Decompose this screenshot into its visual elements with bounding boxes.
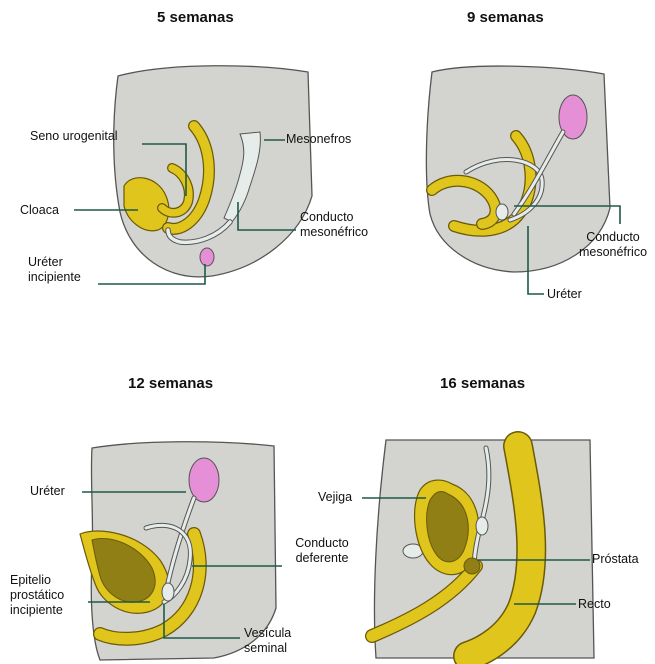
label-line: Epitelio bbox=[10, 573, 64, 588]
label-seno-urogenital: Seno urogenital bbox=[30, 129, 118, 144]
label-line: Uréter bbox=[28, 255, 81, 270]
label-line: seminal bbox=[244, 641, 291, 656]
label-line: mesonéfrico bbox=[572, 245, 654, 260]
seminal-vesicle bbox=[162, 583, 174, 601]
label-line: incipiente bbox=[10, 603, 64, 618]
prostate bbox=[464, 558, 480, 574]
label-line: Conducto bbox=[284, 536, 360, 551]
label-ureter-9: Uréter bbox=[547, 287, 582, 302]
label-recto: Recto bbox=[578, 597, 611, 612]
label-conducto-mesonefrico-9: Conducto mesonéfrico bbox=[572, 230, 654, 260]
metanephros bbox=[189, 458, 219, 502]
label-vesicula-seminal: Vesícula seminal bbox=[244, 626, 291, 656]
label-line: deferente bbox=[284, 551, 360, 566]
label-conducto-mesonefrico-5: Conducto mesonéfrico bbox=[300, 210, 368, 240]
label-line: Conducto bbox=[572, 230, 654, 245]
panel-16-weeks-drawing bbox=[362, 440, 594, 658]
label-mesonefros: Mesonefros bbox=[286, 132, 351, 147]
panel-title-5-weeks: 5 semanas bbox=[157, 9, 234, 26]
label-prostata: Próstata bbox=[592, 552, 639, 567]
label-line: prostático bbox=[10, 588, 64, 603]
seminal-vesicle bbox=[476, 517, 488, 535]
label-ureter-12: Uréter bbox=[30, 484, 65, 499]
label-ureter-incipiente: Uréter incipiente bbox=[28, 255, 81, 285]
ureteric-bud bbox=[200, 248, 214, 266]
panel-title-16-weeks: 16 semanas bbox=[440, 375, 525, 392]
label-line: incipiente bbox=[28, 270, 81, 285]
panel-title-9-weeks: 9 semanas bbox=[467, 9, 544, 26]
label-line: Vesícula bbox=[244, 626, 291, 641]
label-epitelio-prostatico: Epitelio prostático incipiente bbox=[10, 573, 64, 618]
label-conducto-deferente: Conducto deferente bbox=[284, 536, 360, 566]
label-line: Conducto bbox=[300, 210, 368, 225]
label-line: mesonéfrico bbox=[300, 225, 368, 240]
panel-5-weeks-drawing bbox=[74, 66, 312, 284]
label-vejiga: Vejiga bbox=[318, 490, 352, 505]
panel-title-12-weeks: 12 semanas bbox=[128, 375, 213, 392]
seminal-bud bbox=[496, 204, 508, 220]
label-cloaca: Cloaca bbox=[20, 203, 59, 218]
